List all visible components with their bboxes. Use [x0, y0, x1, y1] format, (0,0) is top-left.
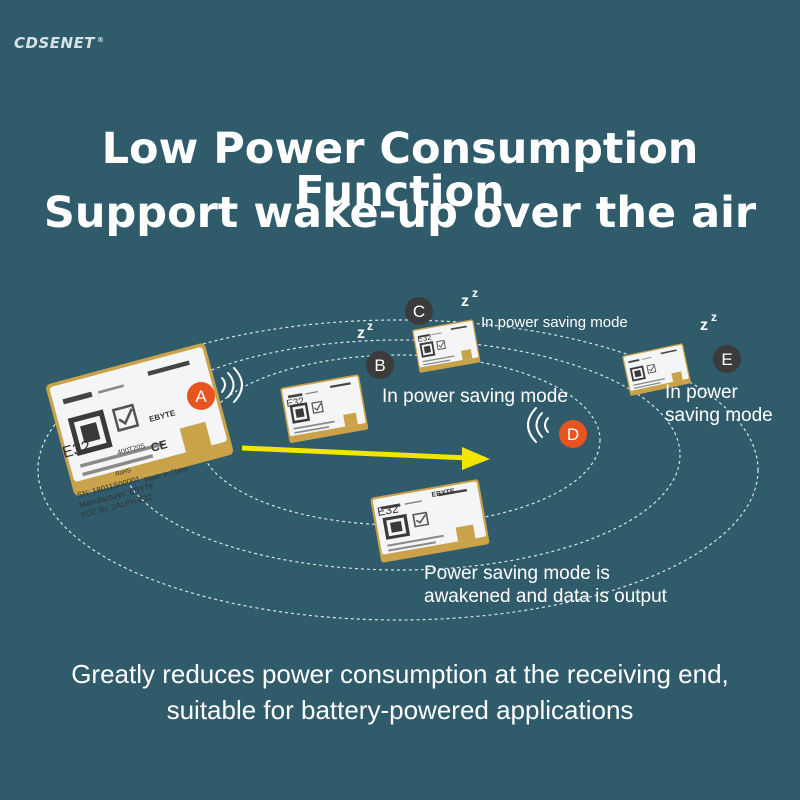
node-badge-b-letter: B: [374, 356, 385, 375]
arrow-head: [462, 447, 490, 470]
headline-line-2: Support wake-up over the air: [43, 188, 757, 238]
headline-line-1: Low Power Consumption Function: [101, 124, 699, 217]
orbit-ring-inner: [199, 354, 601, 526]
caption-node-e-line-2: saving mode: [665, 405, 773, 426]
sleep-indicator-e: z z: [700, 310, 717, 334]
node-badge-d-letter: D: [567, 425, 579, 444]
caption-node-d-line-2: awakened and data is output: [424, 586, 667, 607]
orbit-ring-middle: [119, 339, 681, 571]
footer-line-1: Greatly reduces power consumption at the…: [71, 659, 729, 689]
brand-name: CDSENET: [14, 34, 96, 52]
node-badge-c-letter: C: [413, 302, 425, 321]
module-d: [368, 477, 492, 565]
registered-mark: ®: [97, 36, 105, 44]
brand-logo: CDSENET®: [14, 34, 105, 52]
sleep-z-e-1: z: [700, 317, 708, 334]
orbit-ring-outer: [37, 319, 759, 621]
signal-icon-d: [527, 407, 549, 443]
module-a-rohs: RoHS: [115, 468, 132, 478]
module-d-model: E32: [376, 501, 400, 519]
orbit-rings: [37, 319, 759, 621]
caption-node-e-line-1: In power: [665, 382, 738, 403]
sleep-z-b-2: z: [367, 319, 373, 333]
sleep-indicator-c: z z: [461, 286, 478, 310]
node-badge-c: C: [405, 297, 433, 325]
module-c-model: E32: [417, 333, 433, 344]
module-c: [411, 318, 482, 374]
node-badge-e-circle: [713, 345, 741, 373]
module-a-ce-mark: CE: [149, 437, 169, 455]
module-d-brand: EBYTE: [431, 488, 456, 499]
signal-icon-a: [221, 367, 243, 403]
arrow-shaft: [241, 445, 469, 461]
sleep-z-c-2: z: [472, 286, 478, 300]
module-a: [45, 342, 234, 496]
sleep-z-b-1: z: [357, 325, 365, 342]
node-badge-d-circle: [559, 420, 587, 448]
caption-node-b: In power saving mode: [382, 386, 568, 407]
node-badge-c-circle: [405, 297, 433, 325]
node-badge-a: A: [187, 382, 215, 410]
footer-line-2: suitable for battery-powered application…: [166, 695, 634, 725]
transmission-arrow: [241, 445, 490, 470]
module-b-model: E32: [286, 396, 306, 410]
node-badge-a-circle: [187, 382, 215, 410]
sleep-z-c-1: z: [461, 293, 469, 310]
node-badge-d: D: [559, 420, 587, 448]
node-badge-b: B: [366, 351, 394, 379]
node-badge-e-letter: E: [721, 350, 732, 369]
node-badge-a-letter: A: [195, 387, 207, 406]
sleep-indicator-b: z z: [357, 319, 373, 342]
node-badge-e: E: [713, 345, 741, 373]
node-badge-b-circle: [366, 351, 394, 379]
sleep-z-e-2: z: [711, 310, 717, 324]
module-a-model: E32: [61, 438, 93, 462]
caption-node-c: In power saving mode: [481, 314, 628, 331]
caption-node-d-line-1: Power saving mode is: [424, 563, 610, 584]
